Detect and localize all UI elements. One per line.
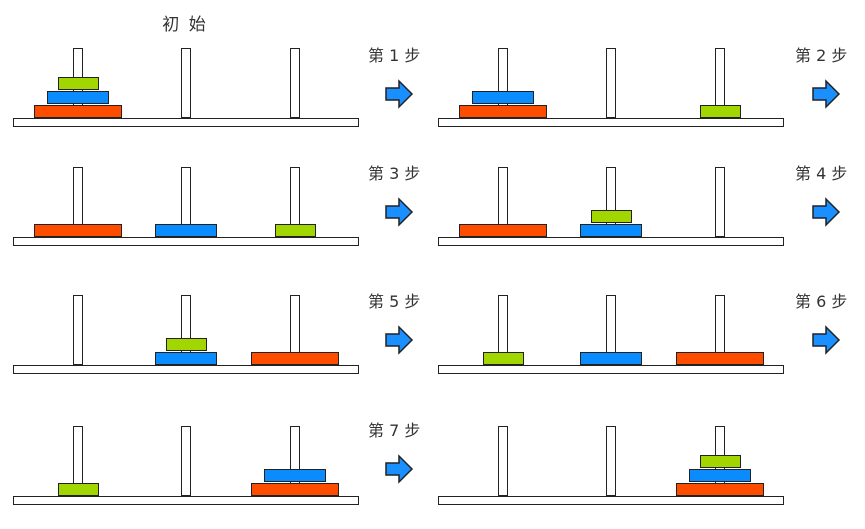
right-arrow-icon [385, 197, 414, 227]
disk-small [165, 338, 207, 351]
step-label-2: 第 2 步 [795, 46, 848, 65]
step-label-3: 第 3 步 [368, 164, 421, 183]
disk-medium [580, 224, 642, 237]
tower-base [438, 118, 784, 127]
disk-small [482, 352, 524, 365]
hanoi-state-after-step-4 [13, 284, 361, 374]
disk-large [251, 352, 339, 365]
disk-medium [580, 352, 642, 365]
arrow-shape [812, 79, 841, 109]
arrow-shape [385, 454, 414, 484]
peg-3 [715, 167, 725, 237]
right-arrow-icon [385, 454, 414, 484]
disk-large [251, 483, 339, 496]
disk-large [459, 224, 547, 237]
peg-2 [181, 426, 191, 496]
disk-medium [47, 91, 109, 104]
arrow-shape [385, 79, 414, 109]
arrow-shape [385, 325, 414, 355]
disk-medium [155, 224, 217, 237]
peg-1 [73, 295, 83, 365]
tower-base [438, 365, 784, 374]
step-label-4: 第 4 步 [795, 164, 848, 183]
step-label-6: 第 6 步 [795, 292, 848, 311]
arrow-shape [385, 197, 414, 227]
disk-small [699, 105, 741, 118]
peg-1 [498, 426, 508, 496]
step-label-7: 第 7 步 [368, 421, 421, 440]
disk-large [459, 105, 547, 118]
right-arrow-icon [812, 79, 841, 109]
tower-base [13, 118, 359, 127]
right-arrow-icon [812, 197, 841, 227]
hanoi-state-after-step-6 [13, 415, 361, 505]
step-label-1: 第 1 步 [368, 46, 421, 65]
disk-large [34, 105, 122, 118]
hanoi-state-after-step-1 [438, 37, 786, 127]
disk-medium [155, 352, 217, 365]
hanoi-state-after-step-2 [13, 156, 361, 246]
hanoi-state-after-step-7 [438, 415, 786, 505]
tower-base [13, 237, 359, 246]
disk-large [34, 224, 122, 237]
tower-base [13, 365, 359, 374]
disk-small [274, 224, 316, 237]
tower-base [438, 496, 784, 505]
peg-2 [606, 48, 616, 118]
initial-title: 初 始 [162, 15, 208, 35]
disk-small [57, 77, 99, 90]
disk-large [676, 352, 764, 365]
arrow-shape [812, 197, 841, 227]
disk-small [57, 483, 99, 496]
disk-medium [264, 469, 326, 482]
peg-2 [181, 48, 191, 118]
tower-base [13, 496, 359, 505]
hanoi-state-initial [13, 37, 361, 127]
right-arrow-icon [385, 325, 414, 355]
peg-3 [290, 48, 300, 118]
tower-base [438, 237, 784, 246]
peg-2 [606, 426, 616, 496]
disk-small [590, 210, 632, 223]
step-label-5: 第 5 步 [368, 292, 421, 311]
right-arrow-icon [812, 325, 841, 355]
arrow-shape [812, 325, 841, 355]
right-arrow-icon [385, 79, 414, 109]
hanoi-state-after-step-3 [438, 156, 786, 246]
hanoi-state-after-step-5 [438, 284, 786, 374]
disk-small [699, 455, 741, 468]
disk-large [676, 483, 764, 496]
disk-medium [689, 469, 751, 482]
disk-medium [472, 91, 534, 104]
